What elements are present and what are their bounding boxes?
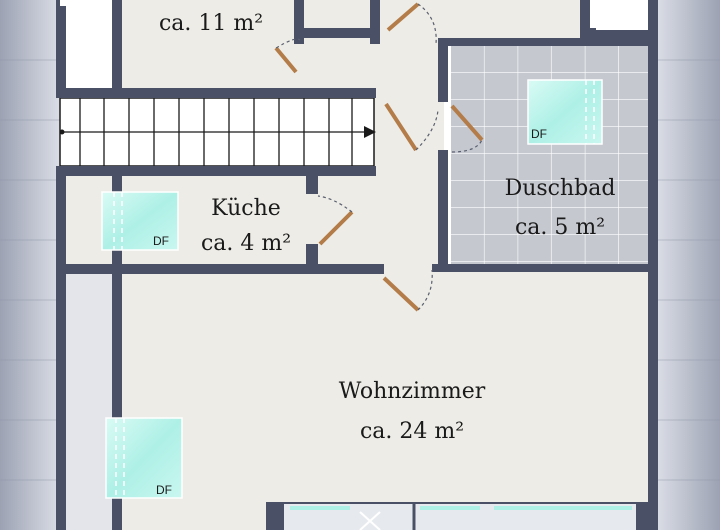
skylight-living-label: DF xyxy=(156,483,172,497)
living-floor xyxy=(118,272,654,530)
corridor-floor xyxy=(376,44,444,274)
bath-area: ca. 5 m² xyxy=(515,215,605,240)
door-corridor xyxy=(384,102,439,152)
door-top-room xyxy=(274,38,301,74)
left-roof-slope xyxy=(0,0,62,530)
right-roof-slope xyxy=(654,0,720,530)
top-left-window xyxy=(60,0,112,6)
top-room-area: ca. 11 m² xyxy=(159,11,263,36)
door-living xyxy=(382,269,433,312)
door-bath xyxy=(450,104,484,153)
top-right-floor xyxy=(388,0,584,38)
bath-name: Duschbad xyxy=(505,176,616,201)
skylight-living: DF xyxy=(105,417,183,499)
skylight-kitchen: DF xyxy=(101,191,179,251)
skylight-kitchen-label: DF xyxy=(153,234,169,248)
living-name: Wohnzimmer xyxy=(339,379,486,404)
top-right-window xyxy=(596,0,648,30)
door-kitchen xyxy=(317,195,354,246)
balcony-window xyxy=(266,502,652,530)
staircase xyxy=(59,97,376,167)
door-top-hall xyxy=(386,2,437,45)
kitchen-area: ca. 4 m² xyxy=(201,231,291,256)
skylight-bath-label: DF xyxy=(531,127,547,141)
skylight-bath: DF xyxy=(527,79,603,145)
kitchen-name: Küche xyxy=(211,196,281,221)
living-area: ca. 24 m² xyxy=(360,419,464,444)
top-room-floor xyxy=(118,0,298,94)
